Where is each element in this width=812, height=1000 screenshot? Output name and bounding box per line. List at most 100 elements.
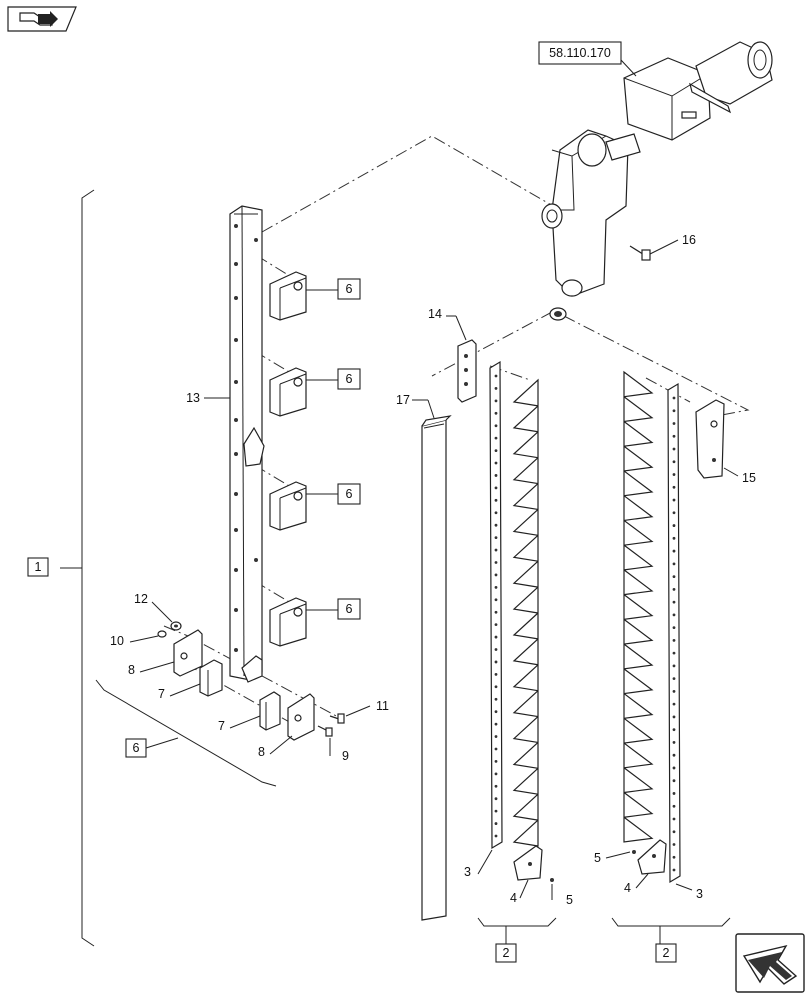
knife-bar-3-right[interactable] <box>667 382 681 884</box>
bar-hole <box>494 834 498 838</box>
clamp-block-1[interactable] <box>269 271 307 321</box>
bar-hole <box>672 830 676 834</box>
drive-housing[interactable] <box>541 41 773 321</box>
callout-5-left[interactable]: 5 <box>551 884 573 907</box>
bar-hole <box>494 685 498 689</box>
svg-text:17: 17 <box>396 393 410 407</box>
washer-10[interactable] <box>157 630 167 638</box>
bracket-14[interactable] <box>457 339 477 403</box>
callout-16[interactable]: 16 <box>649 233 696 255</box>
callout-7-left[interactable]: 7 <box>158 683 201 701</box>
clamp-block-3[interactable] <box>269 481 307 531</box>
bar-hole <box>672 626 676 630</box>
guard-4-right[interactable] <box>637 839 667 875</box>
bar-hole <box>494 561 498 564</box>
bar-hole <box>672 409 676 413</box>
bar-hole <box>672 575 676 578</box>
bar-hole <box>494 511 498 515</box>
callout-13[interactable]: 13 <box>186 391 230 405</box>
reference-box-58-110-170[interactable]: 58.110.170 <box>538 41 637 77</box>
bar-hole <box>494 747 498 751</box>
next-page-arrow-icon[interactable] <box>735 933 805 993</box>
bar-hole <box>672 741 676 744</box>
book-arrow-icon[interactable] <box>7 6 77 32</box>
plate-8-left[interactable] <box>173 629 203 677</box>
bar-hole <box>494 697 498 701</box>
clamp-block-4[interactable] <box>269 597 307 647</box>
callout-box-2-left[interactable]: 2 <box>495 943 517 963</box>
knife-sections-right[interactable] <box>623 370 654 843</box>
callout-8-left[interactable]: 8 <box>128 661 175 677</box>
mounting-rail-13[interactable] <box>229 205 265 683</box>
callout-4-right[interactable]: 4 <box>624 873 649 895</box>
bar-hole <box>494 722 498 726</box>
bar-hole <box>672 524 676 527</box>
bolt-16[interactable] <box>629 245 651 261</box>
bar-hole <box>672 473 676 476</box>
svg-text:5: 5 <box>594 851 601 865</box>
callout-3-right[interactable]: 3 <box>675 883 703 901</box>
bar-hole <box>672 651 676 655</box>
knife-sections-left[interactable] <box>512 378 539 847</box>
callout-3-left[interactable]: 3 <box>464 849 493 879</box>
bolt-11[interactable] <box>329 713 345 724</box>
svg-text:16: 16 <box>682 233 696 247</box>
callout-12[interactable]: 12 <box>134 592 173 623</box>
rivet-5-left[interactable] <box>550 878 554 882</box>
bar-hole <box>672 536 676 540</box>
bracket-15[interactable] <box>695 399 725 479</box>
svg-text:3: 3 <box>696 887 703 901</box>
bar-hole <box>494 760 498 763</box>
clamp-block-2[interactable] <box>269 367 307 417</box>
callout-10[interactable]: 10 <box>110 634 159 648</box>
bar-hole <box>672 549 676 553</box>
callout-box-1[interactable]: 1 <box>27 557 49 577</box>
svg-text:2: 2 <box>663 946 670 960</box>
svg-text:6: 6 <box>346 487 353 501</box>
bar-hole <box>672 587 676 591</box>
knife-bar-3-left[interactable] <box>489 360 503 850</box>
svg-text:2: 2 <box>503 946 510 960</box>
bar-hole <box>672 396 676 400</box>
assembly-bracket-2-right <box>611 917 731 944</box>
callout-5-right[interactable]: 5 <box>594 851 631 865</box>
svg-text:11: 11 <box>376 699 389 713</box>
bar-hole <box>494 710 498 714</box>
callout-6-c[interactable]: 6 <box>306 483 361 505</box>
callout-6-b[interactable]: 6 <box>306 368 361 390</box>
callout-box-6-sub[interactable]: 6 <box>125 738 147 758</box>
callout-8-right[interactable]: 8 <box>258 735 293 759</box>
callout-15[interactable]: 15 <box>723 467 756 485</box>
assembly-bracket-2-left <box>477 917 557 944</box>
nut-12[interactable] <box>170 621 182 631</box>
bar-hole <box>494 797 498 801</box>
callout-17[interactable]: 17 <box>396 393 435 419</box>
callout-4-left[interactable]: 4 <box>510 879 529 905</box>
svg-text:58.110.170: 58.110.170 <box>549 46 611 60</box>
bolt-9[interactable] <box>317 725 333 737</box>
callout-7-right[interactable]: 7 <box>218 715 261 733</box>
bar-hole <box>494 635 498 639</box>
spacer-7-left[interactable] <box>199 659 223 697</box>
callout-6-a[interactable]: 6 <box>306 278 361 300</box>
bar-hole <box>494 772 498 776</box>
callout-9[interactable]: 9 <box>329 738 349 763</box>
bar-hole <box>494 486 498 490</box>
bar-hole <box>672 702 676 706</box>
spacer-7-right[interactable] <box>259 691 281 731</box>
bar-hole <box>672 728 676 732</box>
callout-box-2-right[interactable]: 2 <box>655 943 677 963</box>
bar-hole <box>494 585 498 589</box>
guard-4-left[interactable] <box>513 845 543 881</box>
svg-text:6: 6 <box>346 372 353 386</box>
plate-8-right[interactable] <box>287 693 315 741</box>
bar-hole <box>672 562 676 566</box>
bar-hole <box>672 843 676 846</box>
callout-14[interactable]: 14 <box>428 307 467 341</box>
callout-11[interactable]: 11 <box>345 699 389 717</box>
bar-hole <box>672 638 676 642</box>
rivet-5-right[interactable] <box>632 850 636 854</box>
strip-17[interactable] <box>421 415 452 921</box>
svg-text:5: 5 <box>566 893 573 907</box>
callout-6-d[interactable]: 6 <box>306 598 361 620</box>
